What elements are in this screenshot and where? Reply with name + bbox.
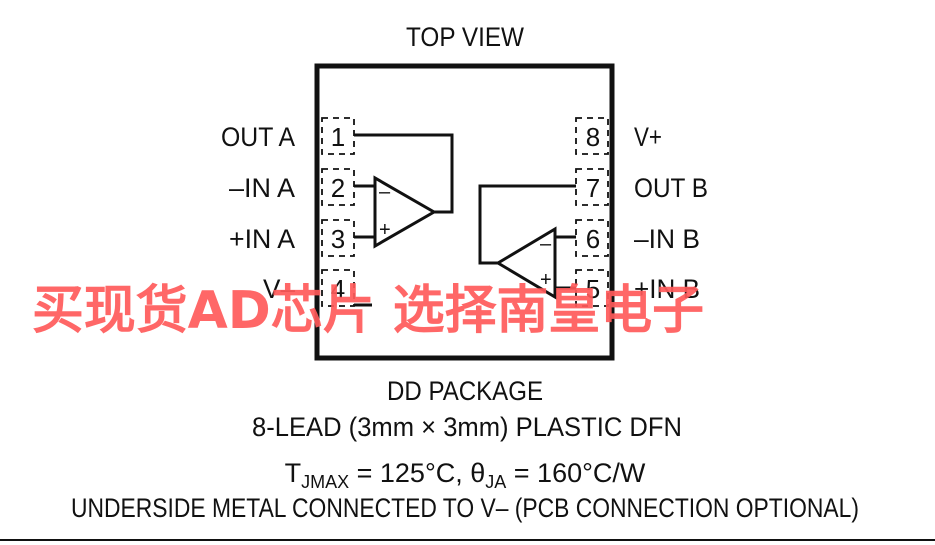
pin-number-1: 1: [331, 122, 345, 152]
right-pin-boxes: [575, 117, 609, 307]
pin-box-6: [575, 219, 609, 257]
pin-number-2: 2: [331, 173, 345, 203]
pin-number-8: 8: [586, 122, 600, 152]
underside-note: UNDERSIDE METAL CONNECTED TO V– (PCB CON…: [71, 493, 859, 523]
op-amp-a-plus-sign: +: [379, 219, 391, 241]
watermark-text: 买现货AD芯片 选择南皇电子: [32, 281, 704, 341]
pin-label-out-a: OUT A: [221, 122, 295, 152]
op-amp-a-triangle: [373, 175, 438, 249]
diagram-title: TOP VIEW: [406, 22, 524, 52]
op-amp-a-minus-sign: –: [379, 181, 391, 203]
pin-label-plus-in-b: +IN B: [634, 274, 700, 304]
package-name: DD PACKAGE: [387, 376, 543, 406]
pin-box-4: [321, 269, 355, 307]
pin-number-7: 7: [586, 173, 600, 203]
pin-number-4: 4: [331, 274, 345, 304]
pin-label-minus-in-b: –IN B: [634, 224, 700, 254]
op-amp-b: [478, 184, 576, 300]
pin-label-plus-in-a: +IN A: [229, 224, 295, 254]
op-amp-b-feedback-wire: [478, 184, 576, 265]
op-amp-b-triangle: [495, 226, 557, 300]
pin-number-6: 6: [586, 224, 600, 254]
op-amp-b-plus-sign: +: [540, 269, 552, 291]
pin-label-v-minus: V–: [263, 274, 295, 304]
pin-label-v-plus: V+: [634, 122, 662, 152]
thermal-spec: TJMAX = 125°C, θJA = 160°C/W: [285, 458, 646, 492]
op-amp-a-feedback-wire: [354, 133, 454, 214]
pin-label-minus-in-a: –IN A: [229, 173, 295, 203]
op-amp-b-minus-sign: –: [540, 233, 552, 255]
pin-number-3: 3: [331, 224, 345, 254]
op-amp-a: [354, 133, 454, 249]
package-description: 8-LEAD (3mm × 3mm) PLASTIC DFN: [252, 412, 682, 442]
package-outline: [314, 63, 615, 361]
pin-label-out-b: OUT B: [634, 173, 708, 203]
pin-box-5: [575, 269, 609, 307]
pin-box-8: [575, 117, 609, 155]
pin-number-5: 5: [586, 274, 600, 304]
pin-box-7: [575, 168, 609, 206]
